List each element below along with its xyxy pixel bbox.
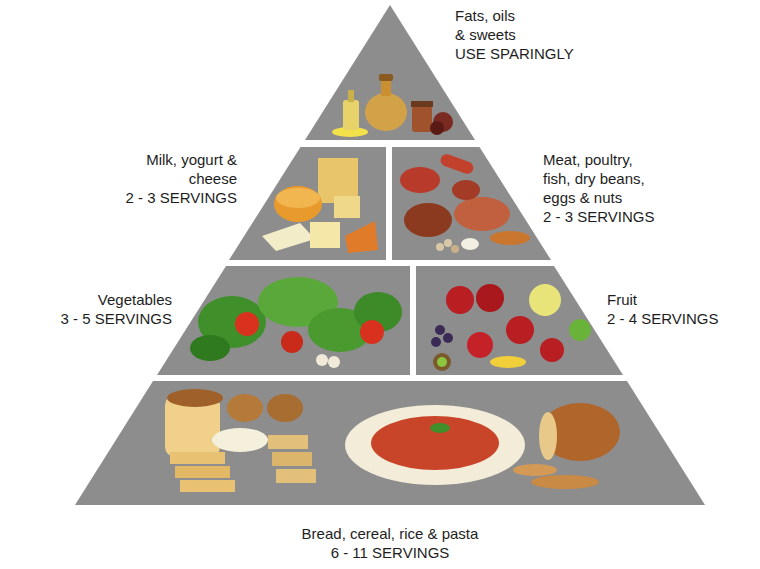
band-label: Vegetables3 - 5 SERVINGS	[60, 290, 172, 328]
band-label: Bread, cereal, rice & pasta6 - 11 SERVIN…	[302, 524, 479, 562]
serving-count: USE SPARINGLY	[455, 44, 574, 63]
band-fill	[229, 147, 386, 260]
band-label: Meat, poultry, fish, dry beans, eggs & n…	[543, 150, 655, 226]
band-shape	[228, 147, 386, 260]
fats-band: Fats, oils & sweetsUSE SPARINGLY	[305, 5, 475, 140]
band-fill	[305, 5, 475, 140]
band-shape	[416, 266, 624, 375]
serving-count: 2 - 3 SERVINGS	[543, 207, 655, 226]
band-label: Fats, oils & sweetsUSE SPARINGLY	[455, 6, 574, 63]
serving-count: 6 - 11 SERVINGS	[302, 543, 479, 562]
fruit-band: Fruit2 - 4 SERVINGS	[416, 266, 624, 375]
food-group-name: Fats, oils & sweets	[455, 6, 529, 44]
band-shape	[157, 266, 410, 375]
band-shape	[75, 381, 705, 505]
food-group-name: Fruit	[607, 290, 719, 309]
band-label: Fruit2 - 4 SERVINGS	[607, 290, 719, 328]
serving-count: 2 - 4 SERVINGS	[607, 309, 719, 328]
grain-band: Bread, cereal, rice & pasta6 - 11 SERVIN…	[75, 381, 705, 505]
band-shape	[305, 5, 475, 140]
serving-count: 2 - 3 SERVINGS	[125, 188, 237, 207]
food-group-name: Vegetables	[60, 290, 172, 309]
food-group-name: Bread, cereal, rice & pasta	[302, 524, 479, 543]
vegetable-band: Vegetables3 - 5 SERVINGS	[157, 266, 410, 375]
band-fill	[157, 266, 410, 375]
band-fill	[392, 147, 551, 260]
band-shape	[392, 147, 552, 260]
serving-count: 3 - 5 SERVINGS	[60, 309, 172, 328]
band-fill	[75, 381, 705, 505]
dairy-band: Milk, yogurt & cheese2 - 3 SERVINGS	[228, 147, 386, 260]
food-group-name: Meat, poultry, fish, dry beans, eggs & n…	[543, 150, 655, 207]
band-fill	[416, 266, 623, 375]
food-group-name: Milk, yogurt & cheese	[144, 150, 237, 188]
band-label: Milk, yogurt & cheese2 - 3 SERVINGS	[125, 150, 237, 207]
protein-band: Meat, poultry, fish, dry beans, eggs & n…	[392, 147, 552, 260]
